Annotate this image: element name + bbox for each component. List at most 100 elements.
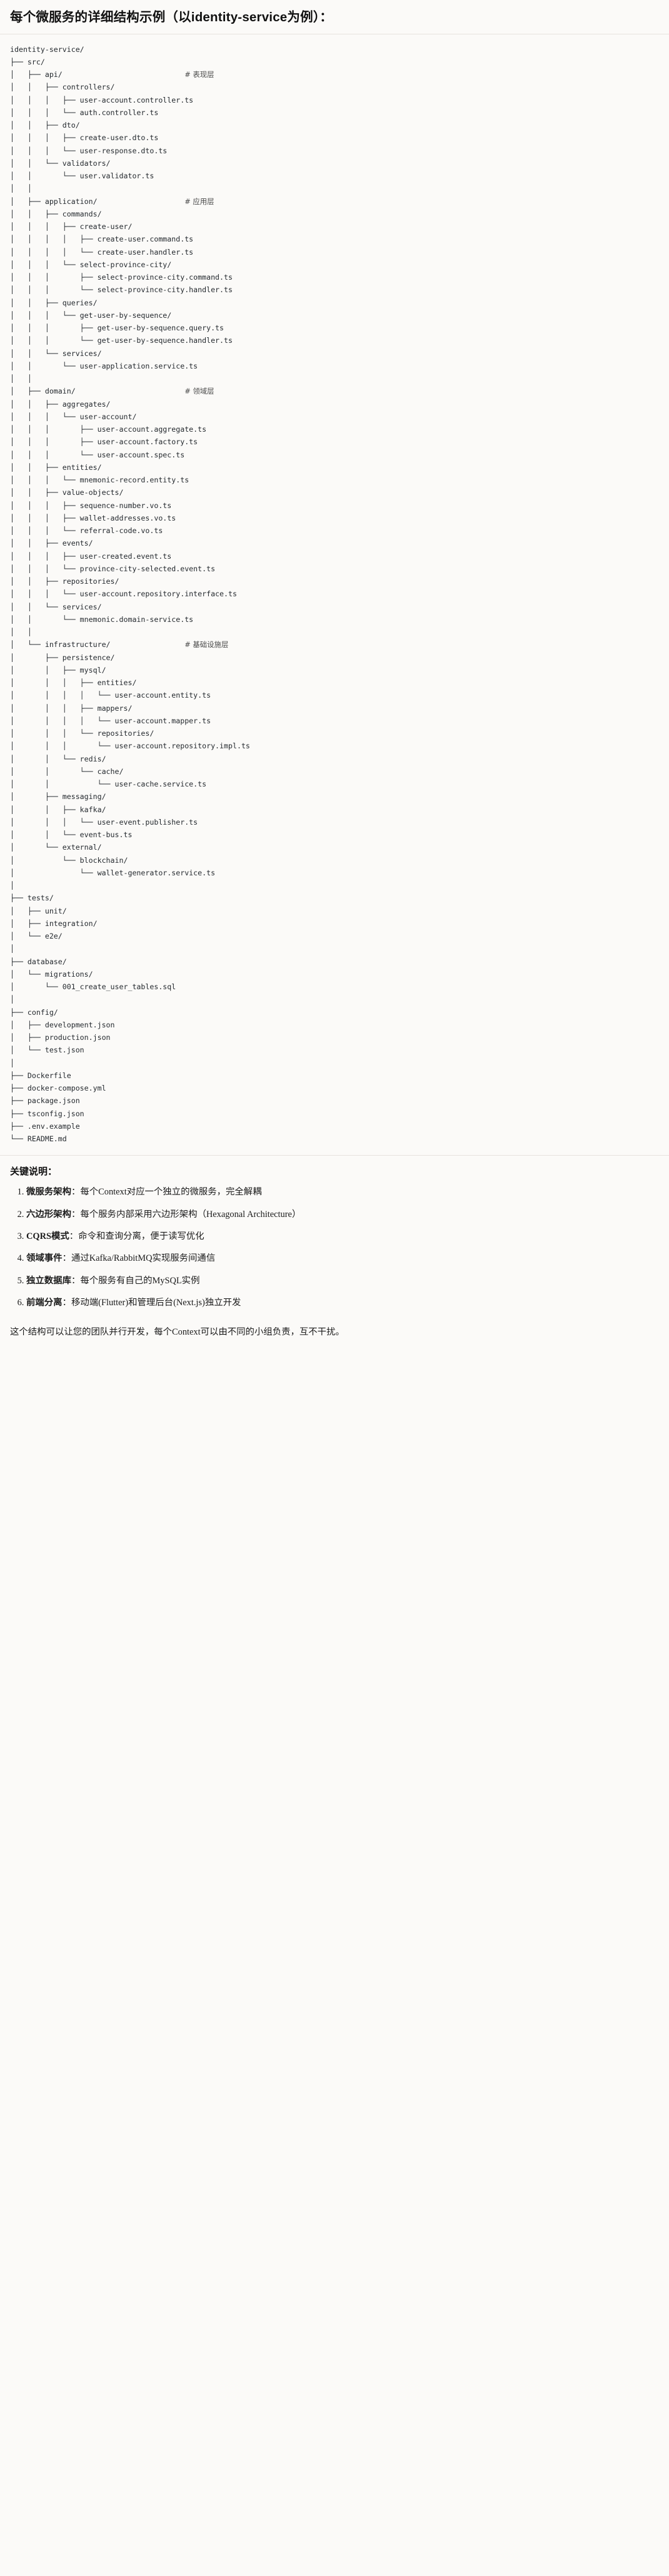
- tree-line-text: │ │ ├── events/: [10, 539, 93, 548]
- tree-line-comment: # 表现层: [184, 70, 214, 79]
- tree-line: │ │ │ └── mnemonic-record.entity.ts: [10, 474, 659, 486]
- tree-line: │ │ │ └── user-account/: [10, 410, 659, 423]
- tree-line: │ │ │ ├── entities/: [10, 676, 659, 689]
- tree-line-text: │ └── blockchain/: [10, 855, 128, 865]
- tree-line: identity-service/: [10, 43, 659, 56]
- key-note-term: 前端分离: [26, 1298, 63, 1308]
- tree-line: │ │ │ └── user-event.publisher.ts: [10, 816, 659, 828]
- key-note-separator: ：: [71, 1275, 81, 1286]
- key-note-term: 独立数据库: [26, 1275, 71, 1286]
- tree-line: ├── config/: [10, 1006, 659, 1019]
- tree-line: │ └── migrations/: [10, 968, 659, 980]
- tree-line-text: │ └── 001_create_user_tables.sql: [10, 982, 176, 992]
- tree-line-text: │ │ │ └── user-account.repository.interf…: [10, 589, 237, 599]
- tree-line: │ │ │ └── select-province-city/: [10, 258, 659, 271]
- tree-line-comment: # 领域层: [184, 387, 214, 396]
- tree-line: │ │ │ ├── select-province-city.command.t…: [10, 271, 659, 283]
- tree-line: │: [10, 879, 659, 892]
- key-notes-title: 关键说明：: [10, 1166, 58, 1178]
- tree-line-text: │ ├── integration/: [10, 919, 98, 928]
- tree-line: │ │: [10, 182, 659, 195]
- tree-line-text: │ │ │ ├── create-user.dto.ts: [10, 133, 159, 143]
- key-note-term: 六边形架构: [26, 1209, 71, 1219]
- key-note-description: 通过Kafka/RabbitMQ实现服务间通信: [71, 1253, 216, 1264]
- tree-line: │ │ │ └── user-response.dto.ts: [10, 145, 659, 157]
- tree-line: │ │ ├── aggregates/: [10, 398, 659, 410]
- tree-line-text: │ ├── unit/: [10, 906, 67, 915]
- tree-line-text: │ ├── development.json: [10, 1020, 115, 1029]
- tree-line: │ │ │ └── user-account.repository.interf…: [10, 588, 659, 600]
- tree-line: │ └── e2e/: [10, 930, 659, 942]
- key-note-separator: ：: [69, 1231, 79, 1242]
- tree-line: ├── src/: [10, 56, 659, 68]
- tree-line-text: │ │ │ │ ├── create-user.command.ts: [10, 235, 194, 244]
- document-page: 每个微服务的详细结构示例（以identity-service为例）： ident…: [0, 0, 669, 1348]
- tree-line-text: │ │ └── user-application.service.ts: [10, 361, 198, 370]
- tree-line: │ │ │ └── auth.controller.ts: [10, 106, 659, 119]
- tree-line-text: │ │ │ └── user-event.publisher.ts: [10, 817, 198, 827]
- tree-line-text: ├── docker-compose.yml: [10, 1084, 106, 1093]
- tree-line-text: │: [10, 1058, 14, 1067]
- tree-line-text: │ │ │ ├── create-user/: [10, 222, 133, 232]
- tree-line: │ │ │ └── province-city-selected.event.t…: [10, 563, 659, 575]
- key-note-separator: ：: [71, 1187, 81, 1198]
- tree-line-text: ├── Dockerfile: [10, 1071, 71, 1080]
- key-note-description: 每个服务有自己的MySQL实例: [80, 1275, 200, 1286]
- tree-line: │ │: [10, 372, 659, 385]
- tree-line-text: │ │ ├── entities/: [10, 462, 102, 472]
- tree-line: │ │ ├── value-objects/: [10, 486, 659, 499]
- tree-line: │ │ │ ├── sequence-number.vo.ts: [10, 499, 659, 512]
- tree-line-text: │ │ │ └── get-user-by-sequence.handler.t…: [10, 336, 233, 345]
- tree-line-text: │ │ │ └── auth.controller.ts: [10, 108, 159, 117]
- tree-line-text: │ │ ├── queries/: [10, 298, 98, 307]
- key-note-item: CQRS模式：命令和查询分离，便于读写优化: [26, 1229, 659, 1243]
- tree-line: ├── database/: [10, 955, 659, 968]
- tree-line: │ │: [10, 626, 659, 638]
- key-notes-list: 微服务架构：每个Context对应一个独立的微服务，完全解耦六边形架构：每个服务…: [10, 1185, 659, 1310]
- tree-line-text: │ │ │ └── mnemonic-record.entity.ts: [10, 476, 189, 485]
- tree-line: │ │ │ └── select-province-city.handler.t…: [10, 283, 659, 296]
- tree-line: │ │ │ └── user-account.repository.impl.t…: [10, 740, 659, 752]
- tree-line: │ │ └── user-application.service.ts: [10, 360, 659, 372]
- tree-line: │ │ └── redis/: [10, 753, 659, 765]
- tree-line-text: │ │ ├── controllers/: [10, 83, 115, 92]
- tree-line-text: │ └── external/: [10, 843, 102, 852]
- key-note-separator: ：: [62, 1253, 71, 1264]
- tree-line: │ └── external/: [10, 841, 659, 853]
- tree-line: │ │ │ ├── user-created.event.ts: [10, 550, 659, 563]
- tree-line: │ │ └── mnemonic.domain-service.ts: [10, 613, 659, 626]
- tree-line: │ │ │ ├── user-account.controller.ts: [10, 94, 659, 106]
- key-note-item: 六边形架构：每个服务内部采用六边形架构（Hexagonal Architectu…: [26, 1208, 659, 1221]
- tree-line: │ │ ├── commands/: [10, 208, 659, 220]
- tree-line: │ │ ├── entities/: [10, 461, 659, 474]
- tree-line-text: │ │ ├── value-objects/: [10, 488, 124, 497]
- key-note-separator: ：: [71, 1209, 81, 1219]
- tree-line-text: ├── src/: [10, 57, 45, 66]
- tree-line-text: │ └── infrastructure/: [10, 640, 111, 649]
- tree-line-text: │ ├── persistence/: [10, 653, 115, 662]
- tree-line-text: │ ├── messaging/: [10, 792, 106, 802]
- directory-tree-code-block: identity-service/ ├── src/ │ ├── api/ # …: [0, 34, 669, 1156]
- tree-line-comment: # 基础设施层: [184, 640, 229, 649]
- tree-line: │ │ │ ├── get-user-by-sequence.query.ts: [10, 322, 659, 334]
- tree-line: │ ├── messaging/: [10, 790, 659, 803]
- key-notes-section: 关键说明： 微服务架构：每个Context对应一个独立的微服务，完全解耦六边形架…: [0, 1156, 669, 1321]
- tree-line-text: │ └── migrations/: [10, 969, 93, 979]
- tree-line-comment: # 应用层: [184, 196, 214, 206]
- tree-line-text: │ │ │ │ └── user-account.mapper.ts: [10, 716, 211, 725]
- tree-line-text: │ │ └── services/: [10, 602, 102, 611]
- tree-line: │ │ ├── repositories/: [10, 575, 659, 588]
- tree-line-text: ├── tests/: [10, 893, 54, 903]
- tree-line-text: │ │ ├── kafka/: [10, 805, 106, 814]
- tree-line-text: │ │ │ └── user-response.dto.ts: [10, 146, 168, 155]
- tree-line: │ │ │ │ ├── create-user.command.ts: [10, 233, 659, 245]
- tree-line-text: │ │ │ └── referral-code.vo.ts: [10, 526, 163, 536]
- tree-line-text: ├── package.json: [10, 1096, 80, 1106]
- tree-line-text: │ │ └── event-bus.ts: [10, 830, 133, 840]
- tree-line-text: ├── config/: [10, 1007, 58, 1017]
- tree-line: │ │ │ │ └── user-account.mapper.ts: [10, 715, 659, 727]
- tree-line-text: │ │ │ │ └── create-user.handler.ts: [10, 247, 194, 257]
- tree-line-text: │ │ └── mnemonic.domain-service.ts: [10, 614, 194, 624]
- tree-line-text: │ │ │ ├── entities/: [10, 678, 137, 688]
- tree-line: │: [10, 942, 659, 955]
